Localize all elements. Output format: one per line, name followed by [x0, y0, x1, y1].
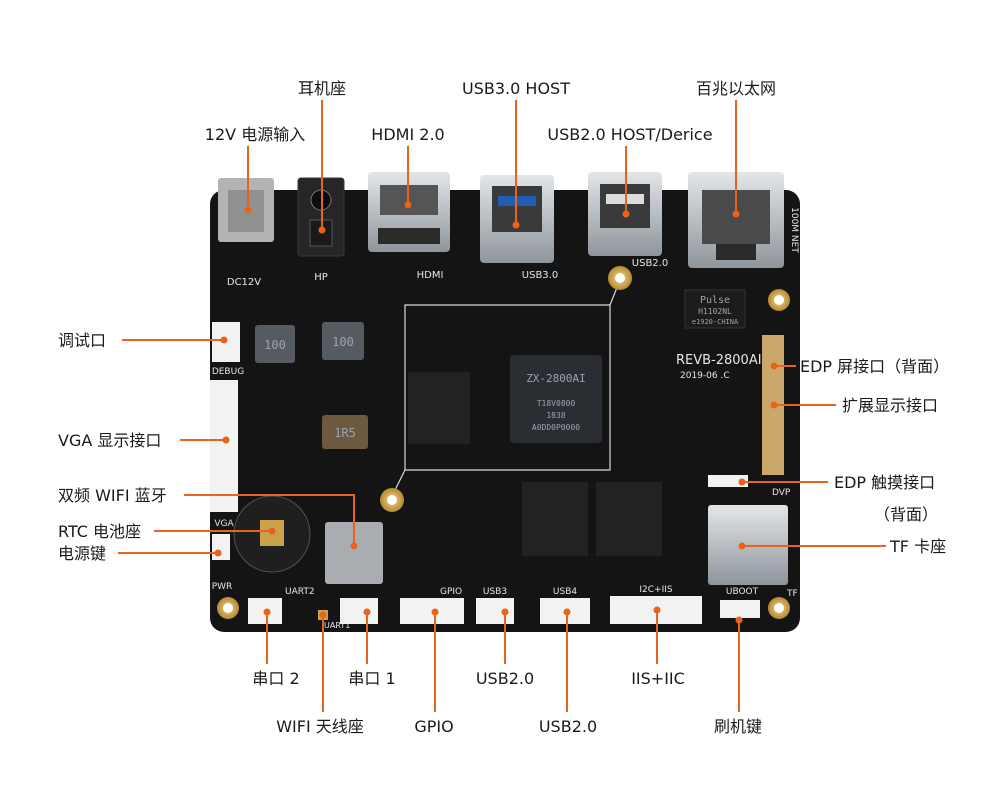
callout-debug: 调试口	[58, 331, 106, 350]
callout-tf: TF 卡座	[889, 537, 946, 556]
callout-ethernet: 百兆以太网	[696, 79, 776, 98]
inductor-1	[255, 325, 295, 363]
inductor-3-label: 1R5	[334, 426, 356, 440]
silk-gpio: GPIO	[440, 587, 462, 597]
silk-model: REVB-2800AI	[676, 353, 762, 368]
callout-power-key: 电源键	[58, 544, 106, 563]
silk-usb20: USB2.0	[632, 258, 668, 269]
silk-usb4: USB4	[553, 587, 577, 597]
pulse-transformer	[684, 289, 746, 329]
soc-chip	[510, 355, 602, 443]
silk-uart2: UART2	[285, 587, 315, 597]
soc-line3: A0DD0P0000	[532, 423, 580, 432]
edp-touch-connector	[708, 475, 748, 487]
silk-i2c-iis: I2C+IIS	[639, 585, 673, 595]
callout-edp-touch: EDP 触摸接口	[834, 473, 935, 492]
silk-usb30: USB3.0	[522, 270, 558, 281]
silk-dc12v: DC12V	[227, 277, 261, 288]
callout-hdmi: HDMI 2.0	[371, 125, 444, 144]
vga-connector	[210, 380, 238, 512]
uart1-connector	[340, 598, 378, 624]
inductor-3	[322, 415, 368, 449]
silk-tf: TF	[786, 589, 798, 599]
silk-net: 100M NET	[789, 207, 799, 253]
soc-line2: 1838	[546, 411, 565, 420]
leader-lines	[118, 100, 886, 712]
emmc-chip	[408, 372, 470, 444]
callout-iis-iic: IIS+IIC	[631, 669, 685, 688]
soc-line1: T18V0800	[537, 399, 576, 408]
callout-vga: VGA 显示接口	[58, 431, 161, 450]
ram-chip-1	[522, 482, 588, 556]
silk-vga: VGA	[214, 519, 234, 529]
pulse-part: H1102NL	[698, 307, 732, 316]
callout-expand-display: 扩展显示接口	[842, 396, 938, 415]
callout-earphone: 耳机座	[298, 79, 346, 98]
silk-uart1-small: UART1	[324, 621, 350, 630]
callout-usb20-b: USB2.0	[539, 717, 597, 736]
callout-usb20-a: USB2.0	[476, 669, 534, 688]
callout-edp-touch-back: （背面）	[874, 505, 938, 524]
callout-wifi-bt: 双频 WIFI 蓝牙	[58, 486, 167, 505]
ram-chip-2	[596, 482, 662, 556]
power-button	[212, 534, 230, 560]
callout-power-in: 12V 电源输入	[205, 125, 305, 144]
board-trace	[404, 304, 611, 471]
callout-edp-screen: EDP 屏接口（背面）	[800, 357, 949, 376]
inductor-2-label: 100	[332, 335, 354, 349]
silk-hp: HP	[314, 272, 328, 283]
silk-pwr: PWR	[212, 582, 233, 592]
silk-dvp: DVP	[772, 488, 791, 498]
callout-rtc: RTC 电池座	[58, 522, 141, 541]
callout-uart1: 串口 1	[348, 669, 395, 688]
uboot-button	[720, 600, 760, 618]
callout-uart2: 串口 2	[252, 669, 299, 688]
silk-debug: DEBUG	[212, 367, 244, 377]
callout-usb30-host: USB3.0 HOST	[462, 79, 570, 98]
callout-usb20-host: USB2.0 HOST/Derice	[547, 125, 712, 144]
wifi-module	[325, 522, 383, 584]
pulse-brand: Pulse	[700, 295, 730, 306]
silk-date: 2019-06 .C	[680, 371, 730, 381]
inductor-2	[322, 322, 364, 360]
silk-usb3: USB3	[483, 587, 507, 597]
inductor-1-label: 100	[264, 338, 286, 352]
pulse-code: e1920-CHINA	[692, 318, 739, 326]
silk-uboot: UBOOT	[726, 587, 759, 597]
silk-hdmi: HDMI	[417, 270, 444, 281]
callout-flash-key: 刷机键	[714, 717, 762, 736]
callout-gpio: GPIO	[414, 717, 453, 736]
callout-wifi-antenna: WIFI 天线座	[276, 717, 364, 736]
soc-name: ZX-2800AI	[526, 372, 586, 385]
